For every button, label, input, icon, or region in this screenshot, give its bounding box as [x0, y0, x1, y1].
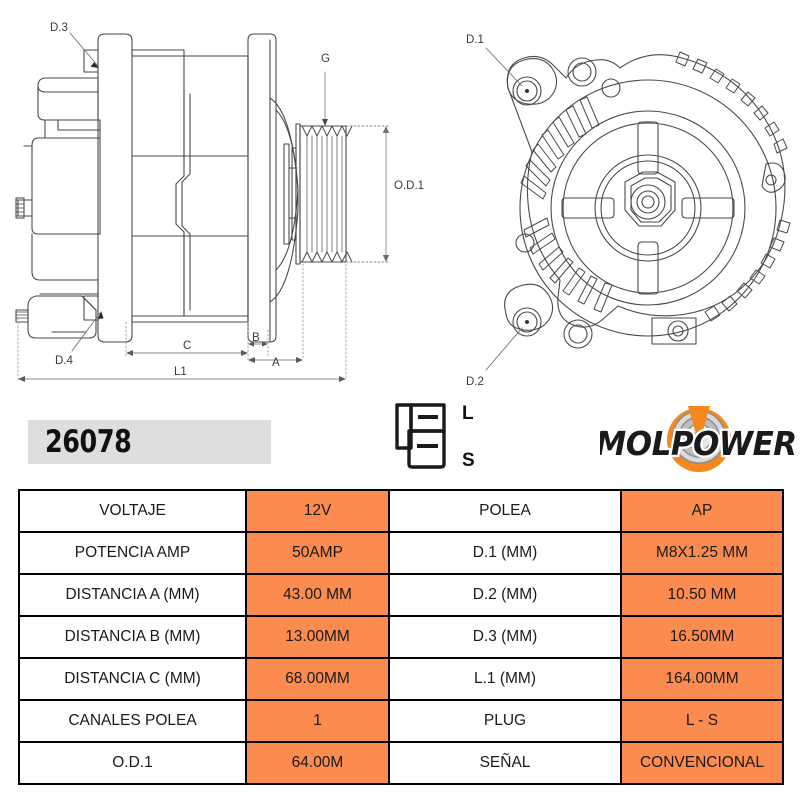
row-value-right: M8X1.25 MM — [620, 531, 784, 575]
drawings-svg: D.3 D.4 G O.D.1 A B C L1 D.1 D.2 — [15, 22, 791, 388]
alternator-front-view — [485, 47, 791, 371]
callout-label-c: C — [183, 340, 191, 352]
callout-label-od1: O.D.1 — [394, 180, 424, 192]
row-value-left: 12V — [245, 489, 390, 533]
table-row: DISTANCIA B (MM) 13.00MM D.3 (MM) 16.50M… — [18, 615, 784, 659]
table-row: DISTANCIA C (MM) 68.00MM L.1 (MM) 164.00… — [18, 657, 784, 701]
terminal-slot-l — [418, 415, 438, 419]
table-row: CANALES POLEA 1 PLUG L - S — [18, 699, 784, 743]
callout-label-d3: D.3 — [50, 22, 68, 34]
row-value-left: 64.00M — [245, 741, 390, 785]
logo-wordmark: MOLPOWER — [593, 422, 799, 466]
row-value-left: 50AMP — [245, 531, 390, 575]
row-label-left: CANALES POLEA — [18, 699, 247, 743]
specification-table: VOLTAJE 12V POLEA AP POTENCIA AMP 50AMP … — [18, 489, 784, 785]
callout-label-l1: L1 — [174, 366, 187, 378]
row-label-right: D.2 (MM) — [388, 573, 622, 617]
terminal-slot-s — [417, 444, 438, 448]
plug-icon-svg — [395, 403, 446, 469]
table-row: VOLTAJE 12V POLEA AP — [18, 489, 784, 533]
table-row: DISTANCIA A (MM) 43.00 MM D.2 (MM) 10.50… — [18, 573, 784, 617]
molpower-logo: MOLPOWER — [593, 404, 799, 476]
row-value-right: AP — [620, 489, 784, 533]
row-value-right: 10.50 MM — [620, 573, 784, 617]
row-value-right: CONVENCIONAL — [620, 741, 784, 785]
plug-terminal-labels: L S — [462, 404, 492, 470]
logo-text: MOLPOWER — [600, 424, 796, 463]
callout-label-g: G — [321, 53, 330, 65]
row-label-left: DISTANCIA C (MM) — [18, 657, 247, 701]
table-row: O.D.1 64.00M SEÑAL CONVENCIONAL — [18, 741, 784, 785]
row-value-right: 16.50MM — [620, 615, 784, 659]
table-row: POTENCIA AMP 50AMP D.1 (MM) M8X1.25 MM — [18, 531, 784, 575]
part-number-band — [28, 420, 271, 464]
row-label-left: POTENCIA AMP — [18, 531, 247, 575]
row-label-right: L.1 (MM) — [388, 657, 622, 701]
row-value-left: 1 — [245, 699, 390, 743]
row-label-right: D.1 (MM) — [388, 531, 622, 575]
row-label-right: D.3 (MM) — [388, 615, 622, 659]
plug-label-s: S — [462, 450, 475, 471]
row-label-left: DISTANCIA A (MM) — [18, 573, 247, 617]
part-number: 26078 — [45, 424, 132, 460]
row-label-left: VOLTAJE — [18, 489, 247, 533]
callout-label-d1: D.1 — [466, 34, 484, 46]
row-label-left: DISTANCIA B (MM) — [18, 615, 247, 659]
row-value-left: 43.00 MM — [245, 573, 390, 617]
callout-label-a: A — [272, 357, 280, 369]
row-value-left: 68.00MM — [245, 657, 390, 701]
callout-label-d2: D.2 — [466, 376, 484, 388]
callout-label-d4: D.4 — [55, 355, 74, 367]
callout-label-b: B — [252, 332, 260, 344]
plug-label-l: L — [462, 403, 474, 424]
spec-table-body: VOLTAJE 12V POLEA AP POTENCIA AMP 50AMP … — [18, 489, 784, 785]
molpower-logo-svg: MOLPOWER — [593, 406, 799, 472]
row-value-right: 164.00MM — [620, 657, 784, 701]
row-label-right: POLEA — [388, 489, 622, 533]
technical-drawings: D.3 D.4 G O.D.1 A B C L1 D.1 D.2 — [15, 22, 791, 388]
row-label-right: SEÑAL — [388, 741, 622, 785]
row-label-left: O.D.1 — [18, 741, 247, 785]
row-value-left: 13.00MM — [245, 615, 390, 659]
logo-orange-wedge — [688, 406, 710, 444]
row-label-right: PLUG — [388, 699, 622, 743]
connector-plug-icon — [392, 400, 462, 472]
alternator-side-view — [15, 32, 391, 382]
row-value-right: L - S — [620, 699, 784, 743]
